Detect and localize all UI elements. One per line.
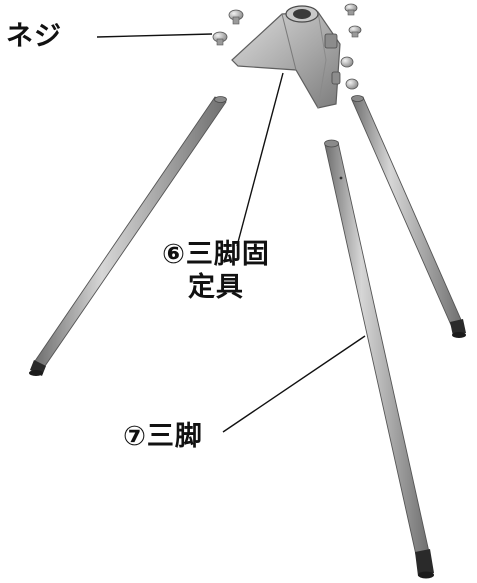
bracket-label-line1: ⑥三脚固 xyxy=(162,239,270,270)
tube-leg-icon xyxy=(34,96,227,367)
bracket-label: ⑥三脚固 定具 xyxy=(162,238,270,304)
screw-icon xyxy=(228,9,244,25)
screw-icon xyxy=(340,56,354,68)
screw-icon xyxy=(348,25,362,38)
leader-line-legs xyxy=(222,335,366,433)
screw-icon xyxy=(345,78,359,90)
tube-leg-icon xyxy=(324,139,430,556)
screw-icon xyxy=(212,31,228,46)
leader-line-screw xyxy=(96,33,213,38)
leader-line-bracket xyxy=(236,72,284,247)
screw-label: ネジ xyxy=(6,21,62,52)
rubber-foot-icon xyxy=(29,360,46,376)
bracket-label-line2: 定具 xyxy=(187,272,244,303)
rubber-foot-icon xyxy=(450,319,466,338)
rubber-foot-icon xyxy=(415,549,434,579)
screw-icon xyxy=(344,3,358,16)
bracket-icon xyxy=(231,5,341,109)
legs-label: ⑦三脚 xyxy=(123,421,203,452)
